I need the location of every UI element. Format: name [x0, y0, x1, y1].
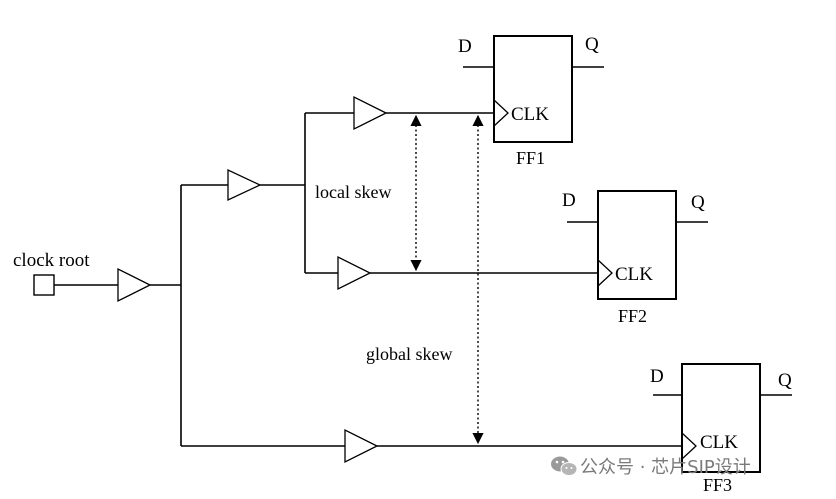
- ff2-clk-label: CLK: [615, 264, 653, 285]
- buffer-root: [117, 267, 152, 303]
- clock-root-pin: [33, 274, 55, 296]
- local-skew-label: local skew: [315, 182, 391, 202]
- flip-flop-ff1: D Q CLK FF1: [458, 34, 604, 168]
- ff2-q-label: Q: [691, 192, 705, 213]
- clock-buffers: [117, 95, 388, 464]
- clk-triangle-icon: [597, 259, 613, 287]
- clk-triangle-icon: [493, 99, 509, 127]
- watermark: 公众号 · 芯片SIP设计: [551, 456, 751, 478]
- ff1-clk-label: CLK: [511, 104, 549, 125]
- ff1-q-label: Q: [585, 34, 599, 55]
- ff3-d-label: D: [650, 366, 664, 387]
- clock-wires: [54, 112, 682, 447]
- buffer-ff3: [344, 428, 379, 464]
- ff2-name: FF2: [618, 306, 647, 326]
- clock-root-label: clock root: [13, 250, 90, 271]
- wechat-icon: [551, 456, 578, 476]
- buffer-ff1: [353, 95, 388, 131]
- watermark-text: 公众号 · 芯片SIP设计: [580, 457, 751, 478]
- flip-flop-ff2: D Q CLK FF2: [562, 190, 708, 326]
- buffer-level1: [227, 168, 262, 202]
- flip-flop-ff3: D Q CLK FF3: [650, 363, 792, 495]
- buffer-ff2: [337, 255, 372, 291]
- clk-triangle-icon: [681, 432, 697, 460]
- skew-arrows: local skew global skew: [315, 114, 484, 445]
- ff1-name: FF1: [516, 148, 545, 168]
- ff3-clk-label: CLK: [700, 432, 738, 453]
- ff1-d-label: D: [458, 36, 472, 57]
- ff3-name: FF3: [703, 475, 732, 495]
- global-skew-label: global skew: [366, 344, 452, 364]
- ff2-d-label: D: [562, 190, 576, 211]
- clock-root: clock root: [13, 250, 90, 296]
- ff3-q-label: Q: [778, 370, 792, 391]
